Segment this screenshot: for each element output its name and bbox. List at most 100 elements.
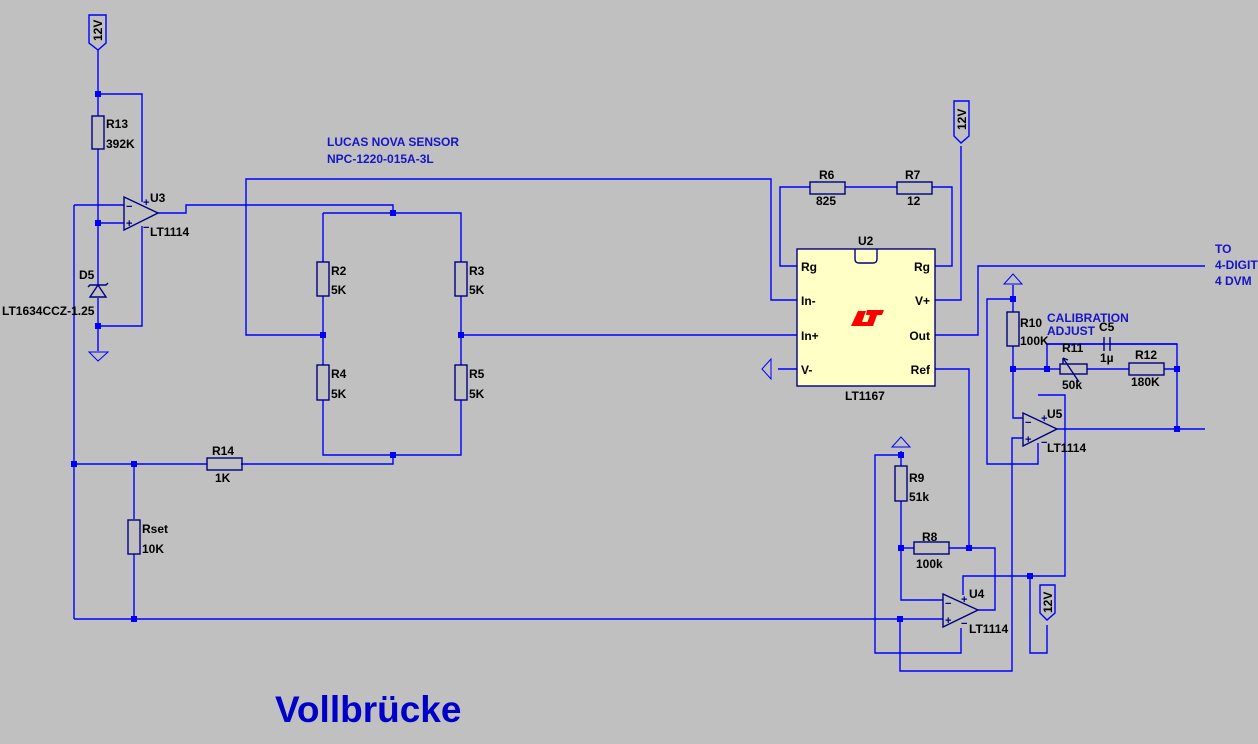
svg-text:−: − — [961, 618, 967, 630]
output-dvm-label-1: 4-DIGIT — [1215, 258, 1258, 272]
resistor-rset[interactable]: Rset 10K — [127, 519, 168, 556]
opamp-u3[interactable]: − + + − U3 LT1114 — [123, 191, 189, 239]
svg-text:1K: 1K — [215, 471, 231, 485]
svg-text:U3: U3 — [150, 191, 166, 205]
pin-v-plus: V+ — [915, 294, 930, 308]
svg-text:12V: 12V — [1041, 592, 1055, 613]
capacitor-c5[interactable]: C5 1µ — [1047, 320, 1177, 365]
svg-text:R11: R11 — [1062, 341, 1084, 355]
potentiometer-r11[interactable]: R11 50k — [1059, 341, 1088, 392]
svg-text:12V: 12V — [91, 20, 105, 41]
resistor-r9[interactable]: R9 51k — [894, 465, 929, 504]
svg-text:−: − — [143, 222, 149, 234]
svg-text:LT1634CCZ-1.25: LT1634CCZ-1.25 — [2, 304, 95, 318]
calibration-label: CALIBRATION — [1047, 311, 1129, 325]
svg-text:LT1114: LT1114 — [969, 622, 1008, 636]
resistor-r8[interactable]: R8 100k — [913, 530, 950, 571]
svg-text:−: − — [126, 201, 132, 213]
resistor-r14[interactable]: R14 1K — [206, 444, 243, 485]
sensor-name-label: LUCAS NOVA SENSOR — [327, 135, 459, 149]
pin-rg-left: Rg — [801, 260, 817, 274]
svg-text:LT1167: LT1167 — [845, 389, 885, 403]
resistor-r6[interactable]: R6 825 — [809, 168, 846, 208]
resistor-r5[interactable]: R5 5K — [454, 364, 485, 401]
resistor-r10[interactable]: R10 100K — [1006, 311, 1049, 348]
adjust-label: ADJUST — [1047, 324, 1096, 338]
ground-icon-d5 — [87, 351, 110, 362]
svg-text:−: − — [1041, 437, 1047, 449]
svg-text:+: + — [1041, 413, 1047, 425]
svg-text:1µ: 1µ — [1100, 351, 1114, 365]
output-to-label: TO — [1215, 242, 1231, 256]
svg-text:R5: R5 — [469, 367, 485, 381]
svg-text:+: + — [143, 197, 149, 209]
power-flag-12v-u2[interactable]: 12V — [953, 100, 970, 144]
ground-icon-r10 — [1002, 273, 1024, 285]
diode-d5[interactable]: D5 LT1634CCZ-1.25 — [2, 268, 109, 318]
svg-text:100K: 100K — [1020, 334, 1049, 348]
svg-text:C5: C5 — [1099, 320, 1115, 334]
svg-text:5K: 5K — [469, 283, 485, 297]
resistor-r7[interactable]: R7 12 — [896, 168, 933, 208]
pin-rg-right: Rg — [914, 260, 930, 274]
svg-text:R8: R8 — [922, 530, 938, 544]
svg-text:R4: R4 — [331, 367, 347, 381]
pin-v-minus: V- — [801, 363, 812, 377]
svg-text:Rset: Rset — [142, 522, 168, 536]
svg-text:R6: R6 — [819, 168, 835, 182]
svg-text:5K: 5K — [469, 387, 485, 401]
ground-icon-r9 — [890, 436, 912, 448]
sensor-part-label: NPC-1220-015A-3L — [327, 152, 434, 166]
svg-text:12: 12 — [907, 194, 921, 208]
svg-text:U4: U4 — [969, 587, 985, 601]
opamp-u4[interactable]: − + + − U4 LT1114 — [942, 587, 1008, 636]
svg-text:LT1114: LT1114 — [150, 225, 189, 239]
power-flag-12v-u4[interactable]: 12V — [1039, 584, 1056, 621]
svg-text:−: − — [1025, 417, 1031, 429]
power-flag-12v-u3[interactable]: 12V — [88, 14, 107, 51]
svg-text:U5: U5 — [1047, 407, 1063, 421]
pin-in-minus: In- — [801, 294, 816, 308]
svg-text:R7: R7 — [905, 168, 921, 182]
svg-text:10K: 10K — [142, 542, 164, 556]
svg-text:100k: 100k — [916, 557, 943, 571]
pin-ref: Ref — [911, 363, 931, 377]
output-dvm-label-2: 4 DVM — [1215, 274, 1252, 288]
svg-text:825: 825 — [816, 194, 836, 208]
resistor-r12[interactable]: R12 180K — [1128, 348, 1165, 389]
pin-in-plus: In+ — [801, 329, 819, 343]
pin-out: Out — [909, 329, 930, 343]
resistor-r3[interactable]: R3 5K — [454, 261, 485, 297]
instrumentation-amp-u2[interactable]: U2 LT1167 Rg In- In+ V- Rg V+ Out Ref — [796, 234, 936, 403]
svg-text:+: + — [945, 615, 951, 627]
svg-text:51k: 51k — [909, 490, 929, 504]
svg-text:R13: R13 — [106, 117, 128, 131]
svg-text:+: + — [126, 218, 132, 230]
svg-text:R2: R2 — [331, 264, 347, 278]
schematic-title: Vollbrücke — [275, 689, 461, 730]
svg-text:5K: 5K — [331, 387, 347, 401]
svg-text:U2: U2 — [858, 234, 874, 248]
svg-text:LT1114: LT1114 — [1047, 441, 1086, 455]
svg-text:R12: R12 — [1135, 348, 1157, 362]
opamp-u5[interactable]: − + + − U5 LT1114 — [1022, 407, 1086, 455]
svg-text:+: + — [1025, 434, 1031, 446]
junctions — [71, 91, 1180, 622]
svg-text:50k: 50k — [1062, 378, 1082, 392]
ground-icon-u2-vminus — [761, 357, 772, 381]
svg-text:R14: R14 — [212, 444, 234, 458]
svg-text:D5: D5 — [79, 268, 95, 282]
svg-text:−: − — [945, 598, 951, 610]
svg-text:392K: 392K — [106, 137, 135, 151]
svg-text:12V: 12V — [955, 109, 969, 130]
svg-text:180K: 180K — [1131, 375, 1160, 389]
svg-text:+: + — [961, 594, 967, 606]
svg-text:R10: R10 — [1020, 316, 1042, 330]
resistor-r2[interactable]: R2 5K — [316, 261, 347, 297]
svg-text:5K: 5K — [331, 283, 347, 297]
resistor-r13[interactable]: R13 392K — [91, 115, 135, 151]
svg-text:R9: R9 — [909, 471, 925, 485]
resistor-r4[interactable]: R4 5K — [316, 364, 347, 401]
svg-text:R3: R3 — [469, 264, 485, 278]
